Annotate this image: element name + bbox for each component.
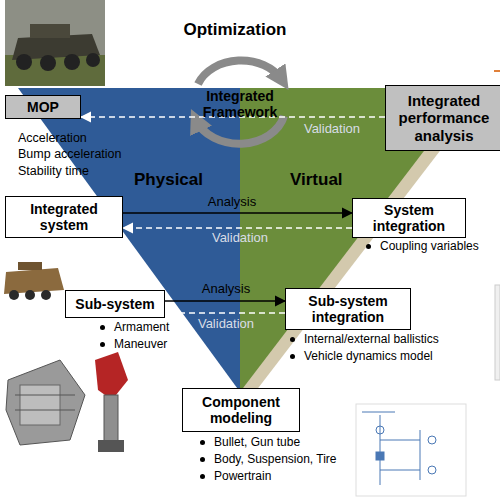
label-text: Coupling variables <box>380 240 479 254</box>
armored-vehicle-photo <box>4 262 64 300</box>
process-box: Sub-system <box>65 290 165 318</box>
box-label: MOP <box>27 99 59 115</box>
edge-fragment <box>495 285 500 380</box>
label-text: Virtual <box>290 170 343 190</box>
box-label: Integrated performance analysis <box>386 92 500 144</box>
bullet-item: Maneuver <box>100 338 167 352</box>
bullet-item: Vehicle dynamics model <box>290 350 433 364</box>
diagram-title: Optimization <box>0 20 470 40</box>
process-box: Sub-system integration <box>285 288 411 330</box>
label-text: Physical <box>134 170 203 190</box>
edge-label: Analysis <box>202 281 250 296</box>
text-label: Stability time <box>18 164 89 178</box>
bullet-dot <box>200 440 205 445</box>
text-label: Integrated Framework <box>192 88 288 120</box>
label-text: Maneuver <box>114 338 167 352</box>
label-text: Stability time <box>18 164 89 178</box>
bullet-item: Armament <box>100 321 169 335</box>
validation-arrow <box>165 312 285 314</box>
label-text: Bullet, Gun tube <box>214 436 300 450</box>
analysis-arrow <box>165 300 285 302</box>
edge-label: Validation <box>212 230 268 245</box>
cycle-arrows <box>195 61 285 144</box>
text-label: Physical <box>134 170 203 190</box>
process-box: MOP <box>5 95 81 119</box>
text-label: Acceleration <box>18 131 87 145</box>
text-label: Virtual <box>290 170 343 190</box>
component-models <box>6 352 128 452</box>
edge-label: Validation <box>198 316 254 331</box>
bullet-dot <box>200 474 205 479</box>
box-label: Component modeling <box>183 394 299 426</box>
analysis-arrow <box>123 212 352 214</box>
bullet-dot <box>290 354 295 359</box>
bullet-item: Powertrain <box>200 470 271 484</box>
label-text: Integrated Framework <box>192 88 288 120</box>
bullet-dot <box>100 325 105 330</box>
bullet-dot <box>290 337 295 342</box>
text-label: Bump acceleration <box>18 147 122 161</box>
process-box: System integration <box>352 198 466 238</box>
bullet-item: Body, Suspension, Tire <box>200 453 337 467</box>
label-text: Bump acceleration <box>18 147 122 161</box>
edge-label: Validation <box>304 121 360 136</box>
bullet-item: Internal/external ballistics <box>290 333 439 347</box>
bullet-item: Bullet, Gun tube <box>200 436 300 450</box>
label-text: Acceleration <box>18 131 87 145</box>
edge-fragment <box>494 70 500 72</box>
bullet-item: Coupling variables <box>366 240 479 254</box>
bullet-dot <box>100 342 105 347</box>
box-label: System integration <box>353 202 465 234</box>
label-text: Armament <box>114 321 169 335</box>
circuit-schematic <box>356 404 466 496</box>
label-text: Internal/external ballistics <box>304 333 439 347</box>
process-box: Integrated performance analysis <box>385 85 500 151</box>
label-text: Vehicle dynamics model <box>304 350 433 364</box>
bullet-dot <box>366 244 371 249</box>
label-text: Body, Suspension, Tire <box>214 453 337 467</box>
vehicle-photo <box>5 0 105 86</box>
box-label: Sub-system <box>75 296 154 312</box>
bullet-dot <box>200 457 205 462</box>
box-label: Integrated system <box>6 201 122 233</box>
validation-arrow <box>81 116 385 118</box>
edge-label: Analysis <box>208 194 256 209</box>
box-label: Sub-system integration <box>286 293 410 325</box>
process-box: Integrated system <box>5 196 123 238</box>
process-box: Component modeling <box>182 388 300 432</box>
validation-arrow <box>123 227 352 229</box>
label-text: Powertrain <box>214 470 271 484</box>
